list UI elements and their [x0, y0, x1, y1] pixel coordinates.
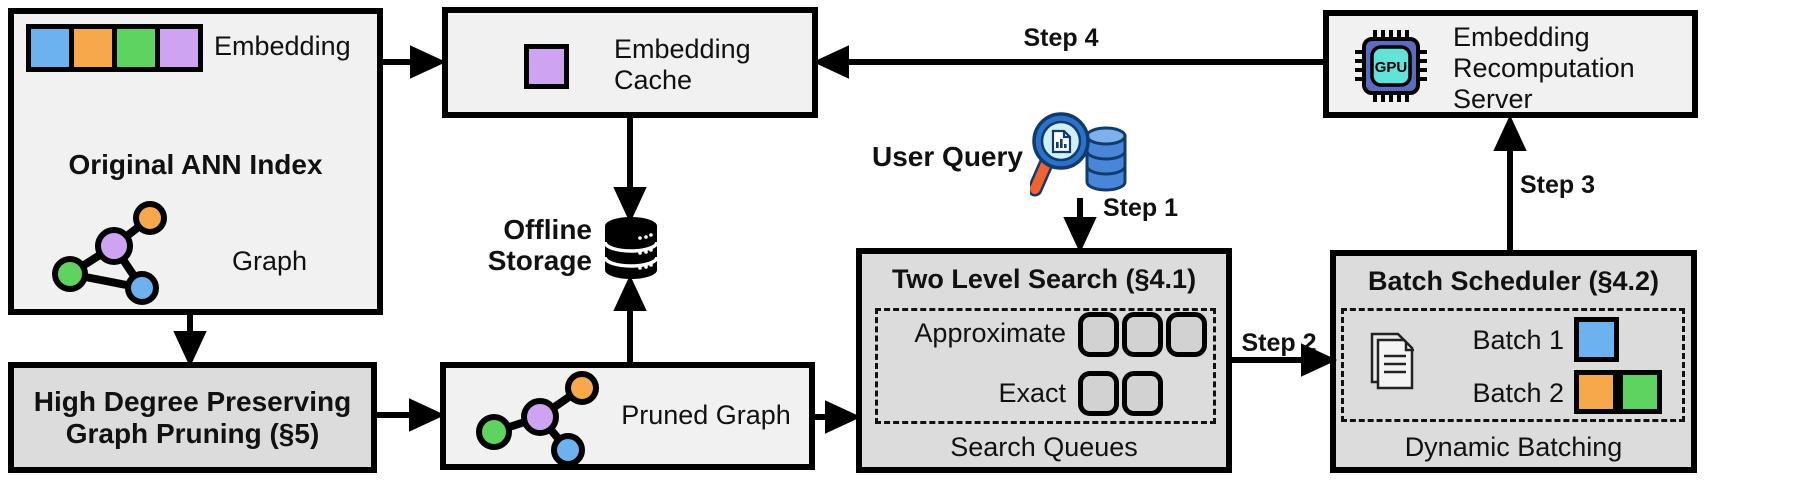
user-query-label: User Query [872, 141, 1023, 172]
database-icon [603, 217, 659, 279]
search-queues-region [875, 308, 1216, 424]
embedding-swatch-orange [74, 29, 112, 67]
recomputation-server-box: GPU Embedding Recomputation Server [1323, 10, 1698, 118]
arrow-index-to-pruning [173, 313, 207, 368]
original-ann-index-box: Embedding Original ANN Index Graph [8, 8, 383, 315]
arrow-pruned-graph-to-storage [613, 274, 647, 364]
embedding-swatch-purple [160, 29, 198, 67]
batch-scheduler-title: Batch Scheduler (§4.2) [1367, 266, 1660, 296]
approximate-queue-label: Approximate [914, 318, 1066, 348]
batch1-label: Batch 1 [1472, 325, 1564, 355]
pruned-graph-icon [476, 371, 599, 464]
graph-icon [52, 201, 167, 305]
cached-embedding-swatch [524, 44, 569, 89]
step4-label: Step 4 [1023, 24, 1099, 52]
queue-slot [1078, 371, 1119, 416]
embedding-swatch-green [117, 29, 155, 67]
recomputation-server-label: Embedding Recomputation Server [1453, 22, 1635, 115]
batch-scheduler-box: Batch Scheduler (§4.2) Batch 1 Batch 2 D… [1330, 250, 1697, 473]
graph-label: Graph [232, 246, 308, 276]
queue-slot [1122, 312, 1163, 357]
graph-pruning-box: High Degree Preserving Graph Pruning (§5… [8, 362, 377, 473]
queue-slot [1078, 312, 1119, 357]
batch1-swatch-blue [1574, 317, 1619, 362]
pruned-graph-box: Pruned Graph [440, 362, 815, 470]
dynamic-batching-region [1341, 308, 1685, 422]
embedding-cache-box: Embedding Cache [442, 7, 818, 118]
step3-label: Step 3 [1520, 171, 1596, 199]
graph-pruning-title: High Degree Preserving Graph Pruning (§5… [33, 386, 352, 449]
two-level-search-box: Two Level Search (§4.1) Approximate Exac… [856, 248, 1232, 473]
batch2-label: Batch 2 [1472, 378, 1564, 408]
gpu-chip-icon: GPU [1355, 30, 1427, 102]
arrow-step1 [1063, 198, 1097, 254]
arrow-step4 [812, 45, 1325, 79]
arrow-cache-to-storage [613, 116, 647, 224]
step1-label: Step 1 [1103, 194, 1179, 222]
embedding-label: Embedding [214, 31, 351, 61]
embedding-swatch-blue [31, 29, 69, 67]
magnifier-database-icon [1030, 112, 1127, 197]
pruned-graph-label: Pruned Graph [621, 400, 791, 430]
exact-queue-label: Exact [998, 378, 1066, 408]
embedding-cache-label: Embedding Cache [614, 34, 751, 96]
arrow-pruned-graph-to-search [813, 400, 862, 434]
dynamic-batching-caption: Dynamic Batching [1404, 432, 1623, 462]
search-queues-caption: Search Queues [950, 432, 1138, 462]
approximate-queue-slots [1078, 312, 1207, 357]
arrow-step3 [1493, 114, 1527, 252]
step2-label: Step 2 [1241, 329, 1317, 357]
arrow-index-to-cache [380, 45, 447, 79]
two-level-search-title: Two Level Search (§4.1) [891, 264, 1197, 294]
queue-slot [1166, 312, 1207, 357]
arrow-pruning-to-pruned-graph [375, 398, 446, 432]
batch2-swatch-green [1618, 370, 1662, 414]
original-ann-index-title: Original ANN Index [68, 149, 323, 180]
documents-stack-icon [1370, 332, 1414, 390]
batch2-swatch-orange [1574, 370, 1618, 414]
exact-queue-slots [1078, 371, 1163, 416]
offline-storage-label: Offline Storage [487, 214, 592, 277]
queue-slot [1122, 371, 1163, 416]
gpu-chip-label: GPU [1375, 59, 1408, 76]
embedding-vector-strip [26, 24, 203, 72]
